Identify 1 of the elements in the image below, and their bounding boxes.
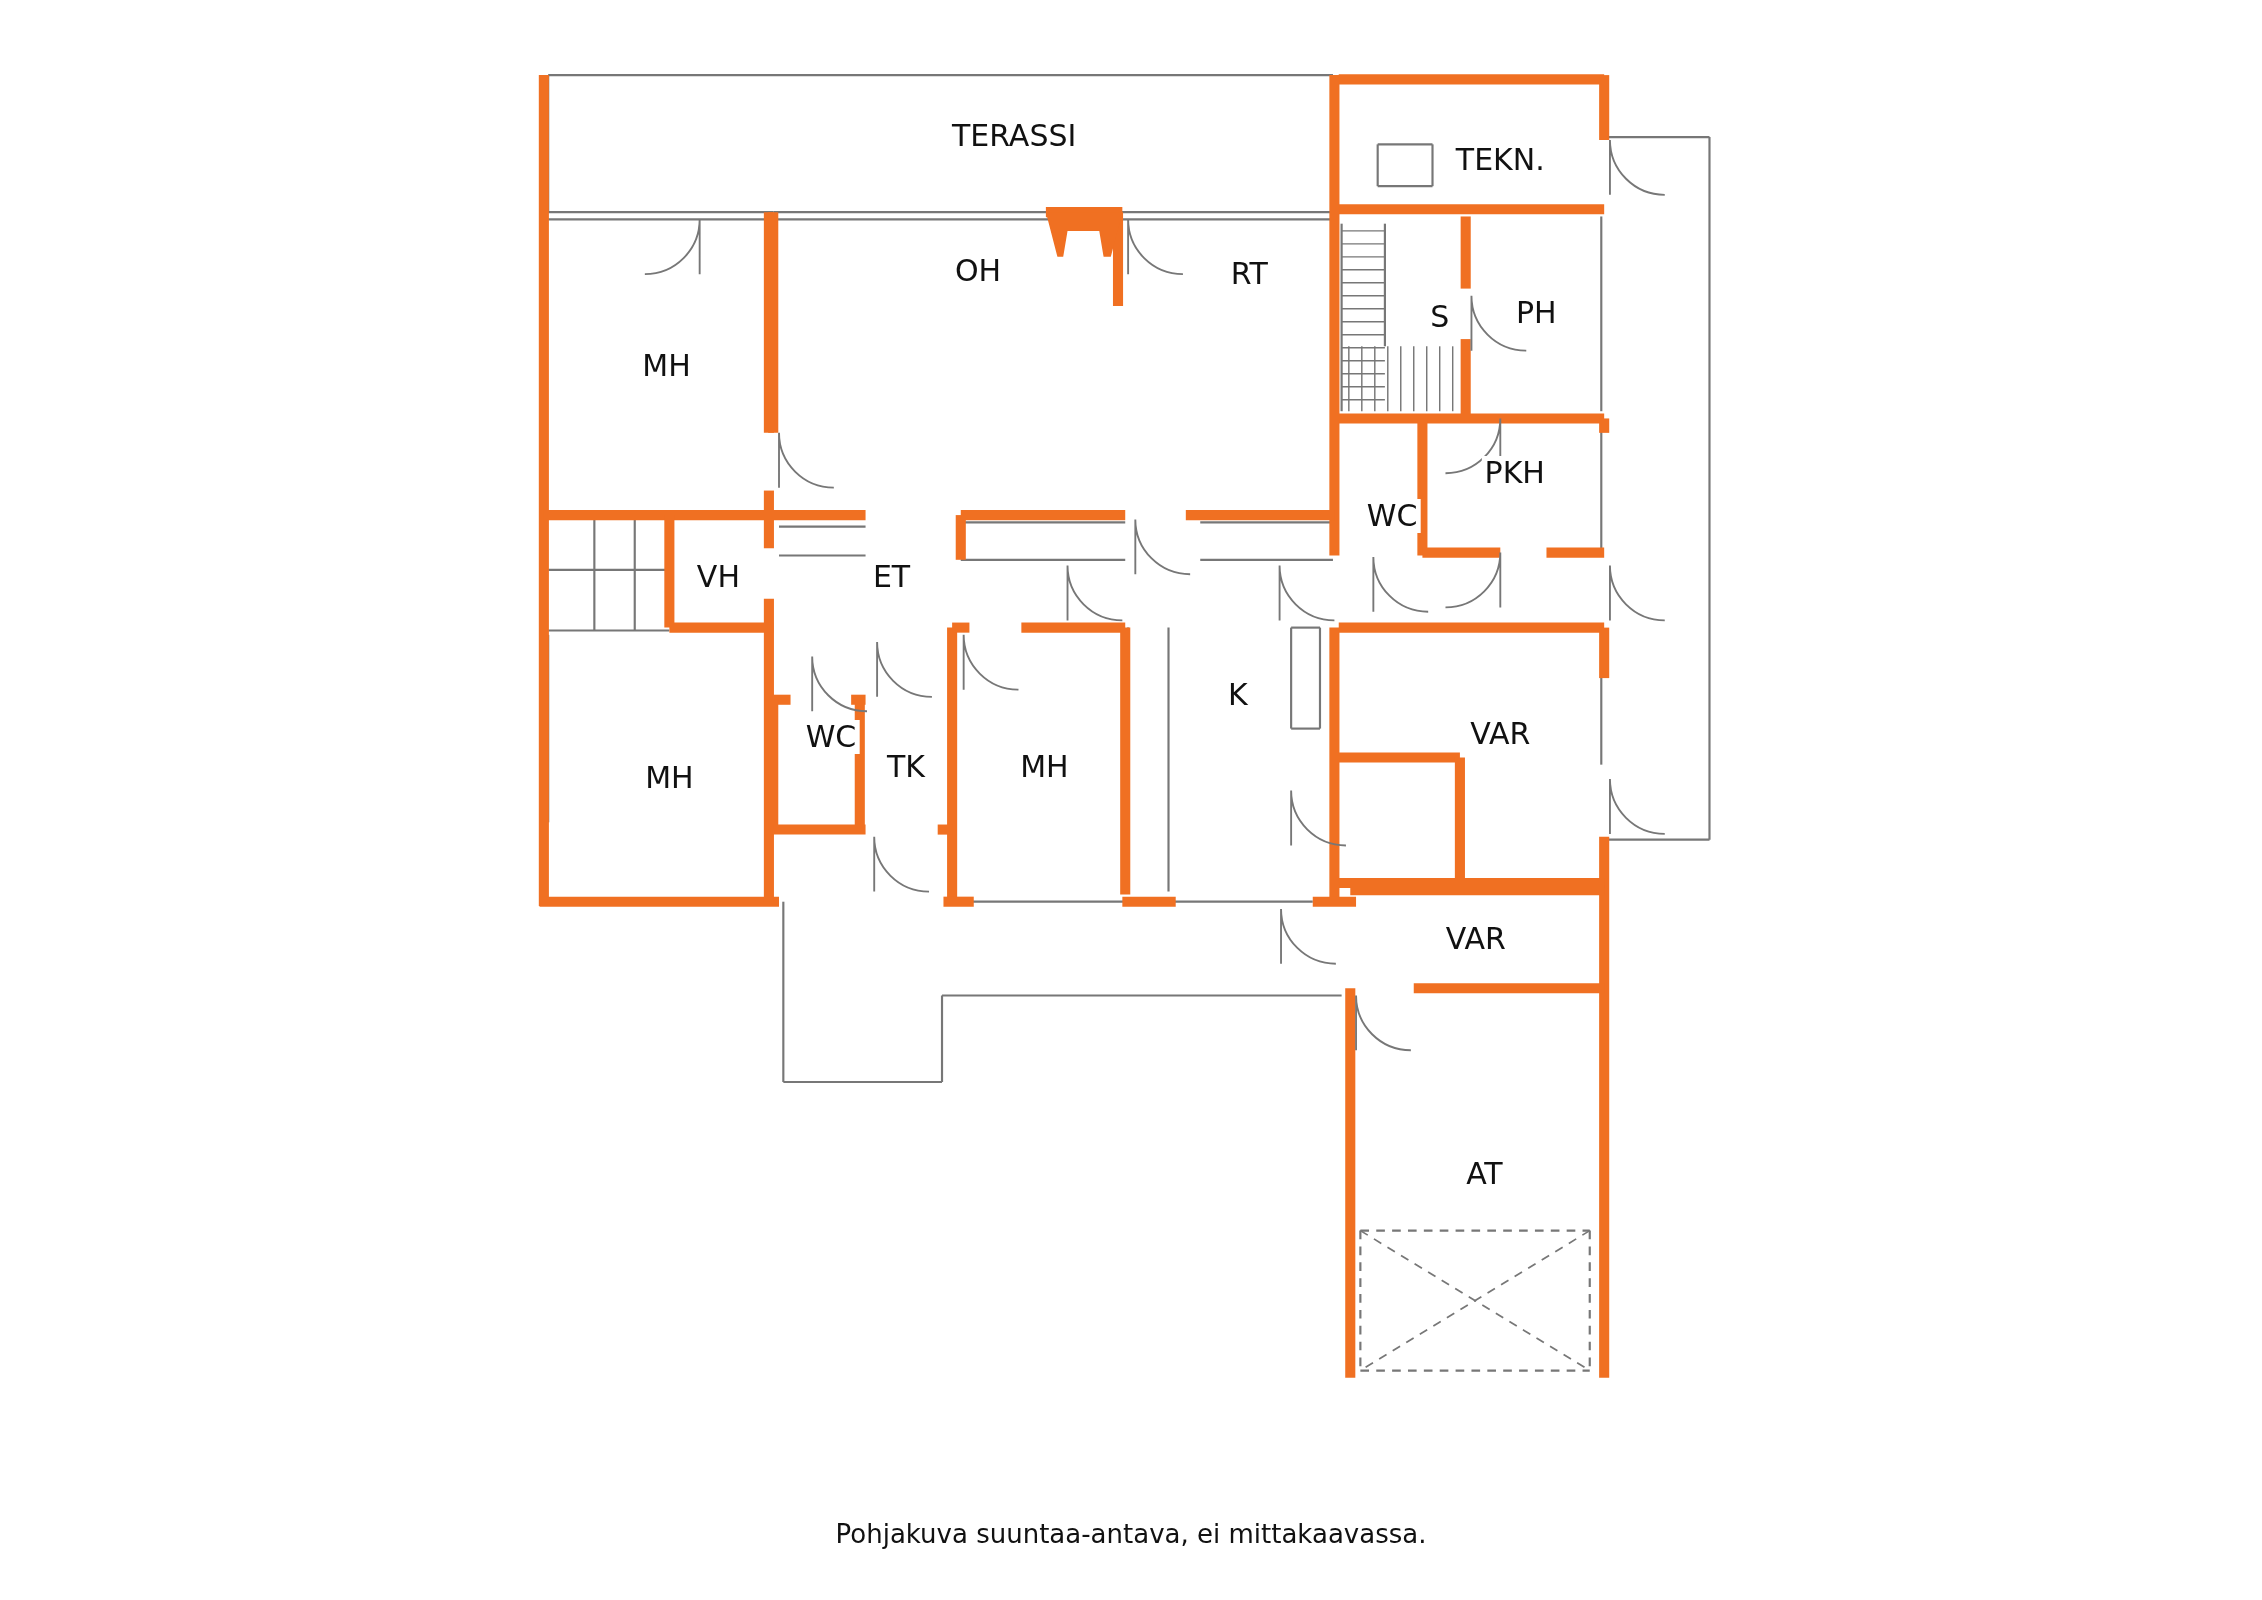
caption: Pohjakuva suuntaa-antava, ei mittakaavassa. [835,1519,1427,1549]
